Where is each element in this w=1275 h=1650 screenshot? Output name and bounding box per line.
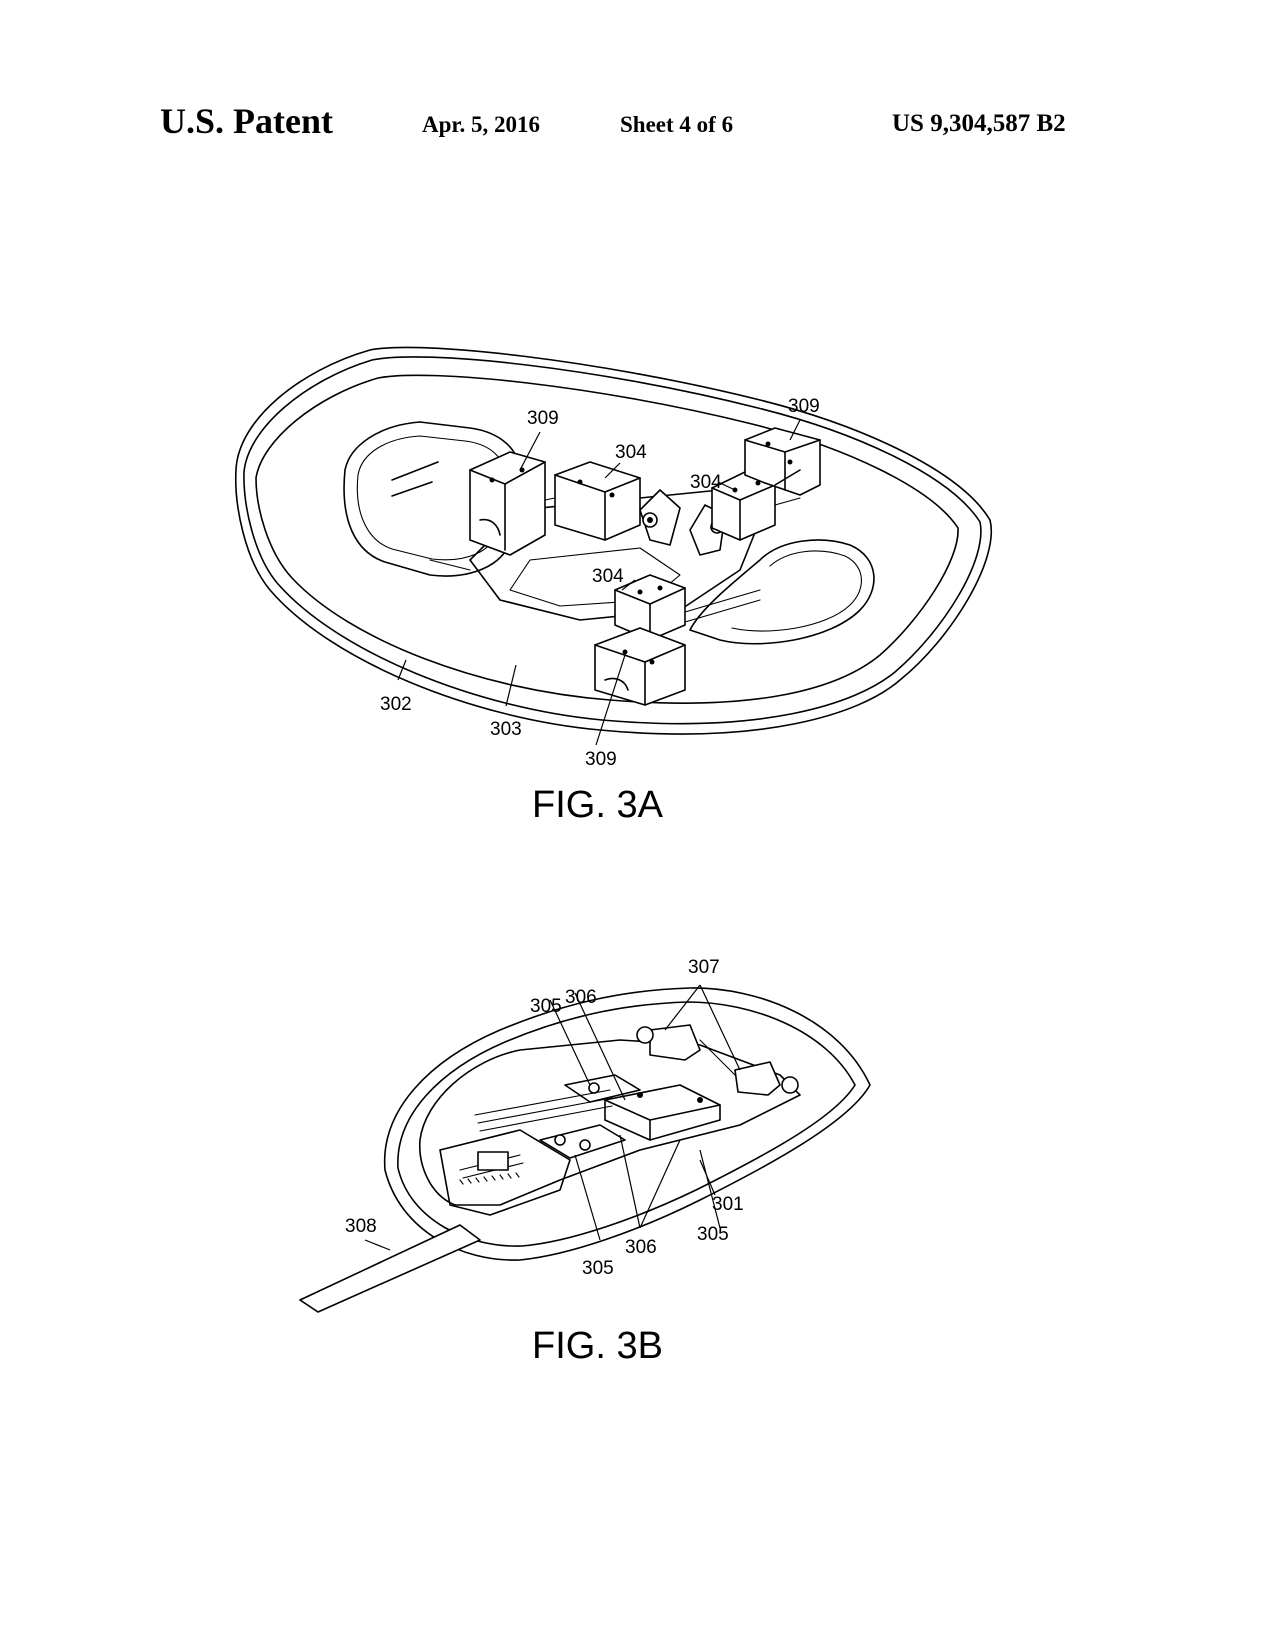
ref-304-center: 304 [615,442,647,463]
figure-3b: 307 305 306 308 301 305 306 305 FIG. 3B [299,957,871,1367]
ref-308: 308 [345,1216,377,1237]
patent-title: U.S. Patent [160,101,333,141]
fig3a-leaders [397,419,801,746]
sheet-number: Sheet 4 of 6 [620,112,734,137]
patent-date: Apr. 5, 2016 [422,112,540,137]
patent-number: US 9,304,587 B2 [892,110,1066,137]
ref-306-bottom: 306 [625,1237,657,1258]
ref-305-bottom: 305 [582,1258,614,1279]
ref-303: 303 [490,719,522,740]
ref-304-lower: 304 [592,566,624,587]
ref-307: 307 [688,957,720,978]
ref-309-left: 309 [527,408,559,429]
ref-306-top: 306 [565,987,597,1008]
figure-3a-caption: FIG. 3A [532,784,664,826]
fig3b-leaders [364,984,741,1251]
fig3a-shell-drawing [234,346,993,735]
ref-305-right: 305 [697,1224,729,1245]
ref-309-bottom: 309 [585,749,617,770]
ref-309-top-right: 309 [788,396,820,417]
fig3b-mouse-drawing [299,987,871,1313]
ref-304-right: 304 [690,472,722,493]
figure-3a: 309 304 304 309 304 309 302 303 FIG. 3A [234,346,993,826]
ref-302: 302 [380,694,412,715]
ref-305-top: 305 [530,996,562,1017]
figure-3b-caption: FIG. 3B [532,1325,663,1367]
ref-301: 301 [712,1194,744,1215]
